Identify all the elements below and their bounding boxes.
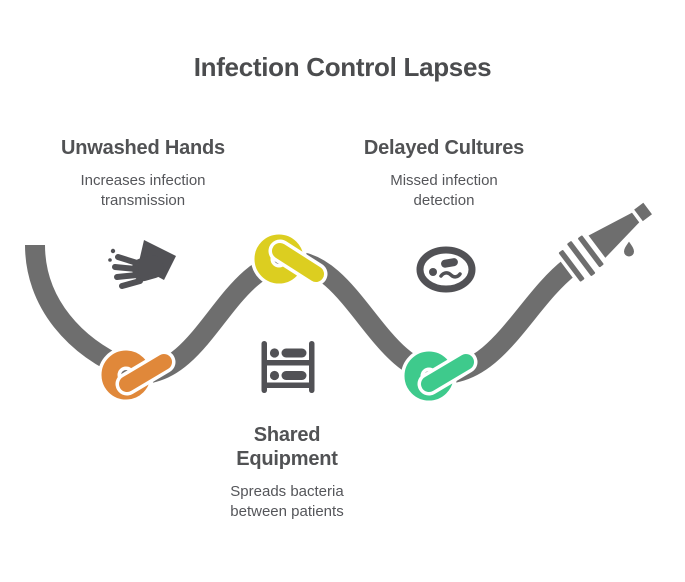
bed-rail bbox=[261, 382, 315, 388]
dish-rim bbox=[416, 246, 476, 293]
heading-delayed-cultures: Delayed Cultures bbox=[363, 137, 525, 159]
description-delayed-cultures: Missed infection detection bbox=[390, 172, 498, 209]
nozzle-tip bbox=[630, 199, 656, 225]
hand-fingers bbox=[112, 254, 143, 289]
petri-dish-icon bbox=[416, 246, 476, 293]
bed-rail bbox=[261, 360, 315, 366]
bed-mattress bbox=[281, 348, 307, 358]
bacteria-dot bbox=[429, 268, 437, 276]
label-delayed-cultures: Delayed Cultures Missed infection detect… bbox=[344, 136, 544, 211]
knot-delayed-cultures bbox=[401, 348, 478, 404]
nozzle-ring bbox=[574, 232, 607, 271]
nozzle bbox=[555, 199, 656, 286]
nozzle-ring bbox=[563, 237, 599, 280]
nozzle-ring bbox=[555, 246, 588, 286]
bed-pillow bbox=[269, 348, 280, 358]
label-shared-equipment: Shared Equipment Spreads bacteria betwee… bbox=[187, 423, 387, 522]
description-unwashed-hands: Increases infection transmission bbox=[80, 172, 206, 209]
knot-cross bbox=[119, 354, 172, 392]
droplet bbox=[110, 248, 116, 254]
heading-shared-equipment: Shared Equipment bbox=[236, 424, 338, 470]
bacteria-squiggle bbox=[439, 271, 462, 279]
bed-mattress bbox=[281, 371, 307, 380]
bed-post bbox=[309, 341, 315, 393]
bed-post bbox=[261, 341, 267, 393]
water-drop-icon bbox=[620, 236, 638, 260]
knot-shared-equipment bbox=[251, 231, 328, 287]
knot-unwashed-hands bbox=[98, 347, 176, 403]
hands-icon bbox=[108, 240, 176, 289]
knot-cross bbox=[421, 354, 474, 392]
bunk-bed-icon bbox=[261, 341, 315, 393]
bed-pillow bbox=[269, 370, 280, 381]
knot-cross bbox=[272, 243, 324, 282]
page-title: Infection Control Lapses bbox=[193, 52, 492, 82]
droplet bbox=[108, 258, 112, 262]
description-shared-equipment: Spreads bacteria between patients bbox=[230, 483, 344, 520]
label-unwashed-hands: Unwashed Hands Increases infection trans… bbox=[43, 136, 243, 211]
heading-unwashed-hands: Unwashed Hands bbox=[61, 137, 225, 159]
bacteria-blob bbox=[441, 258, 458, 268]
